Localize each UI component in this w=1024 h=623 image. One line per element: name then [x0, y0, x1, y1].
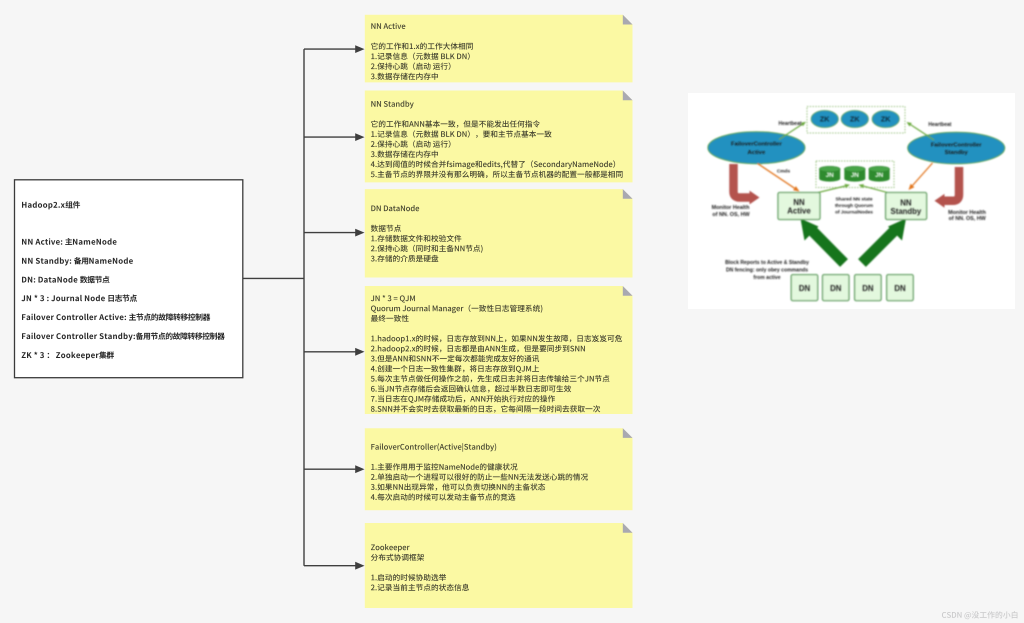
svg-text:Monitor Health: Monitor Health [948, 210, 986, 216]
svg-text:through Quorum: through Quorum [835, 203, 873, 209]
svg-text:DN fencing: only obey commands: DN fencing: only obey commands [726, 268, 808, 274]
svg-text:DN: DN [862, 284, 874, 293]
svg-text:Active: Active [748, 150, 766, 156]
svg-text:Standby: Standby [945, 150, 969, 156]
svg-text:Monitor Health: Monitor Health [712, 205, 750, 211]
svg-text:of NN. OS, HW: of NN. OS, HW [949, 216, 987, 222]
svg-text:Block Reports to Active & Stan: Block Reports to Active & Standby [725, 260, 809, 266]
svg-text:DN: DN [830, 284, 842, 293]
svg-text:FailoverController: FailoverController [731, 142, 782, 148]
svg-text:ZK: ZK [820, 115, 830, 124]
svg-text:JN: JN [826, 172, 835, 179]
svg-text:FailoverController: FailoverController [931, 143, 982, 149]
svg-text:Cmds: Cmds [777, 168, 791, 174]
svg-text:ZK: ZK [850, 115, 860, 124]
svg-text:NN: NN [793, 198, 805, 207]
svg-text:NN: NN [900, 199, 912, 208]
svg-text:Active: Active [787, 207, 811, 216]
svg-text:DN: DN [894, 284, 906, 293]
svg-text:JN: JN [875, 172, 884, 179]
svg-text:ZK: ZK [881, 115, 891, 124]
svg-text:JN: JN [851, 172, 860, 179]
svg-text:DN: DN [799, 284, 811, 293]
svg-text:Heartbeat: Heartbeat [928, 122, 951, 128]
svg-text:Standby: Standby [891, 207, 922, 216]
svg-text:from active: from active [753, 275, 780, 281]
svg-text:of NN. OS, HW: of NN. OS, HW [712, 212, 750, 218]
svg-text:Shared NN state: Shared NN state [835, 197, 872, 203]
svg-text:of JournalNodes: of JournalNodes [835, 210, 873, 216]
svg-text:Heartbeat: Heartbeat [778, 121, 801, 127]
